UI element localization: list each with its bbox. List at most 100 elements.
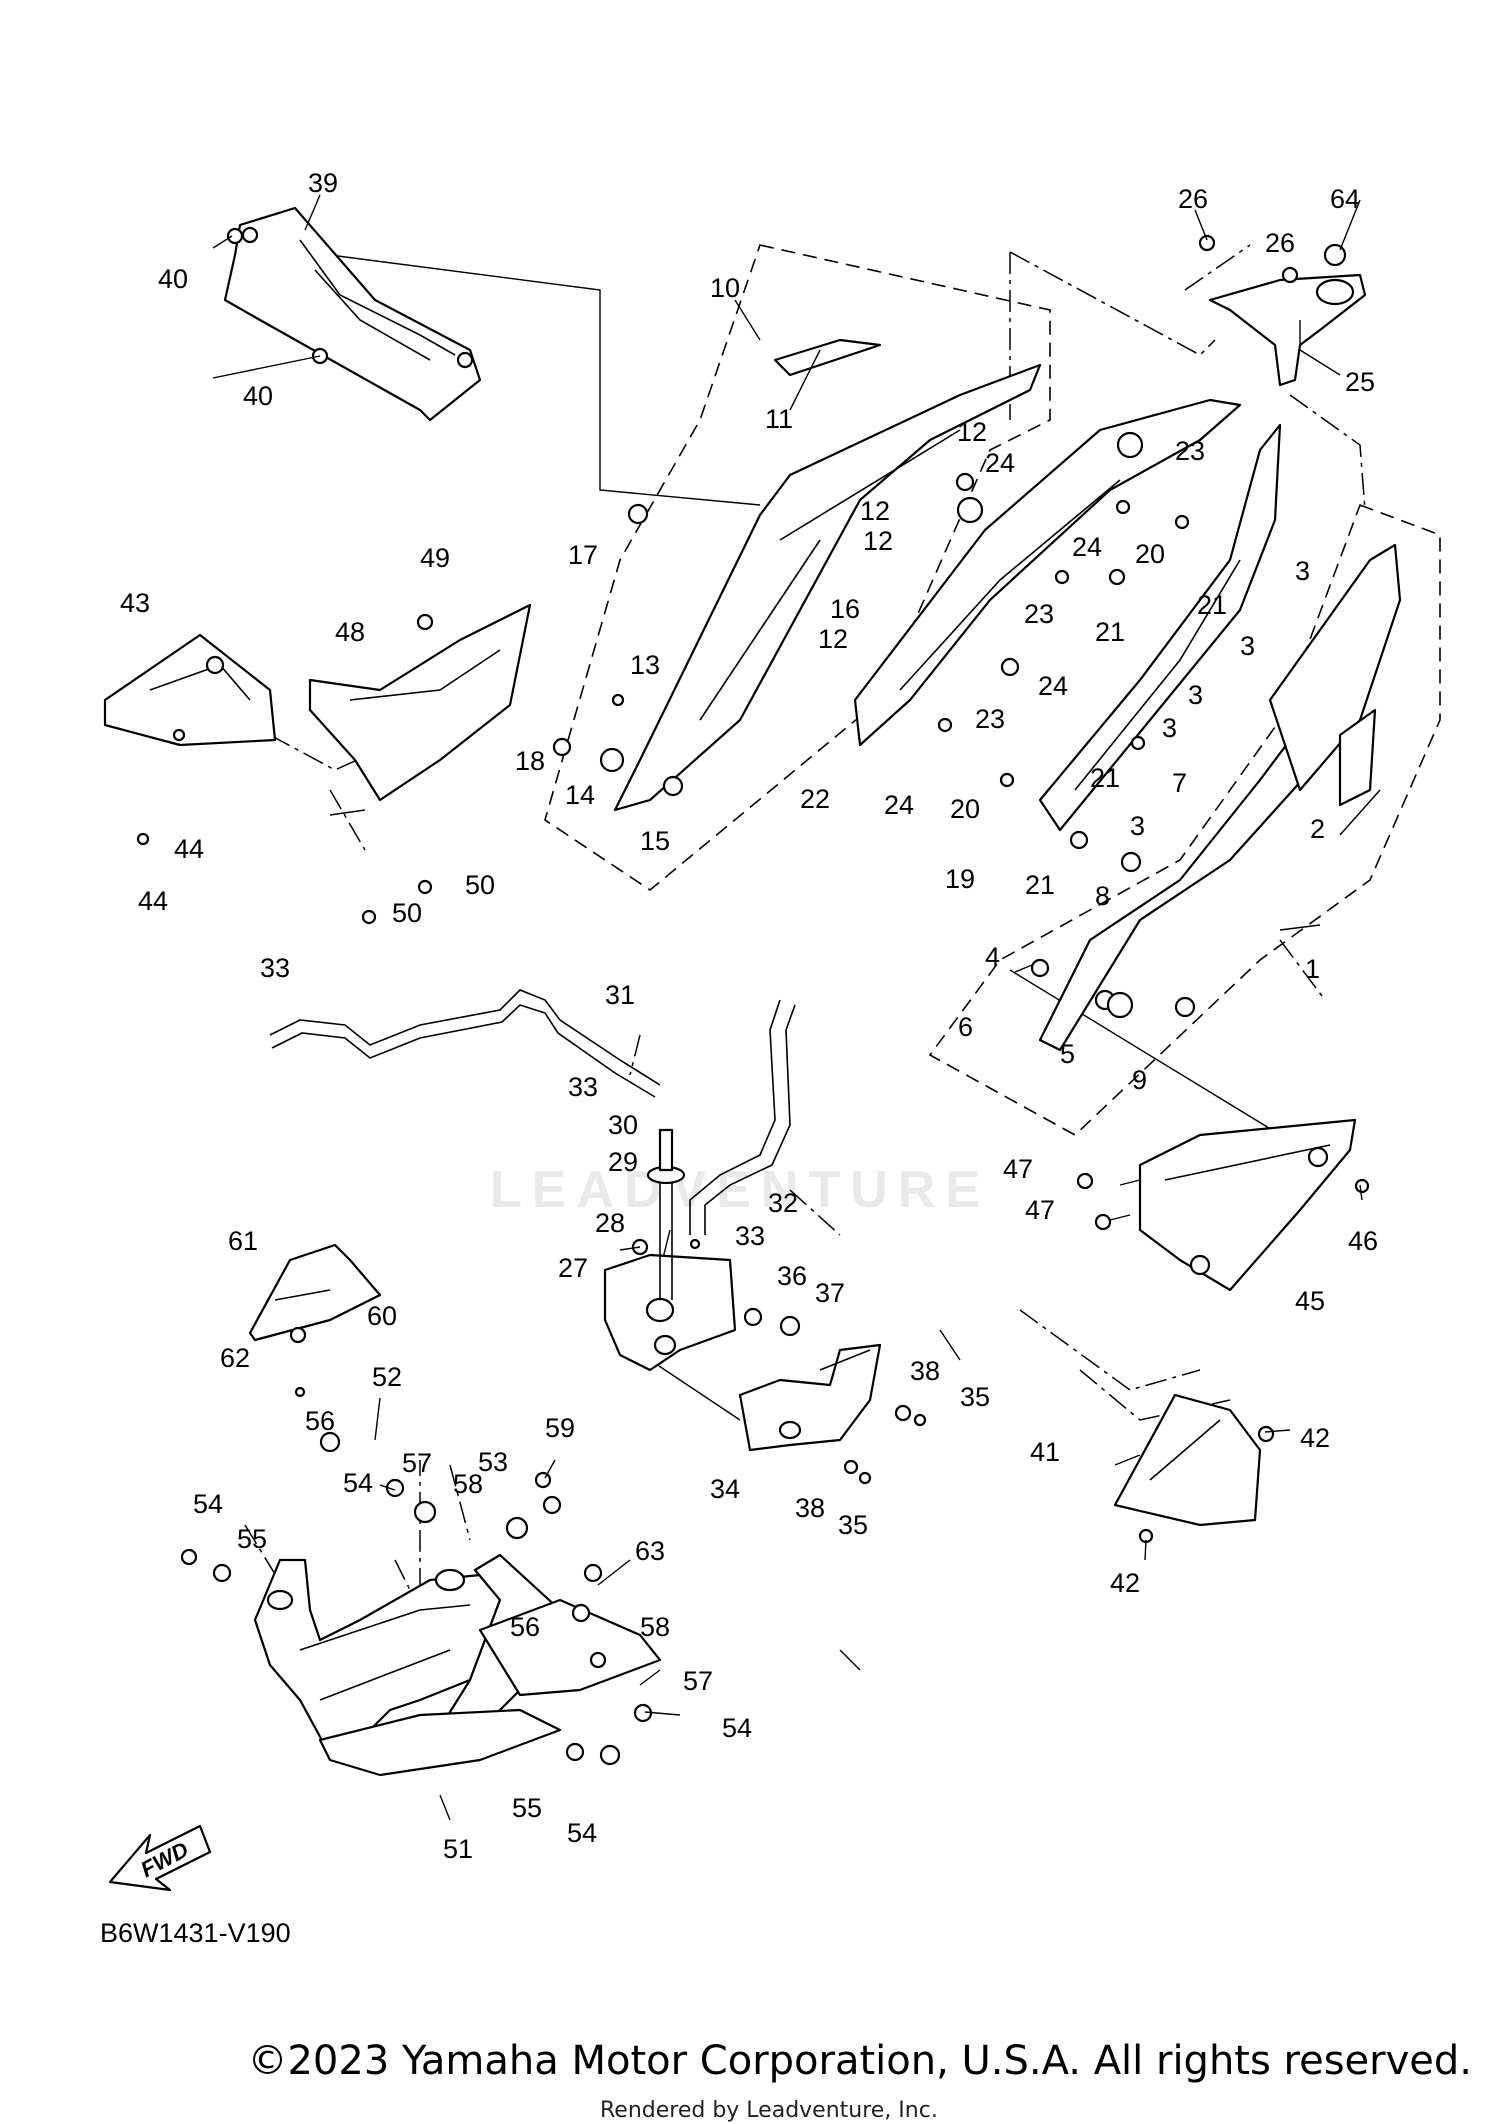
callout-44: 44 xyxy=(138,886,168,916)
callout-60: 60 xyxy=(367,1301,397,1331)
callout-6: 6 xyxy=(958,1012,973,1042)
callout-26: 26 xyxy=(1178,184,1208,214)
callout-44: 44 xyxy=(174,834,204,864)
callout-14: 14 xyxy=(565,780,595,810)
part-48-side-panel xyxy=(308,603,532,802)
callout-48: 48 xyxy=(335,617,365,647)
callout-62: 62 xyxy=(220,1343,250,1373)
callout-21: 21 xyxy=(1197,590,1227,620)
callout-21: 21 xyxy=(1095,617,1125,647)
callout-13: 13 xyxy=(630,650,660,680)
callout-49: 49 xyxy=(420,543,450,573)
callout-51: 51 xyxy=(443,1834,473,1864)
callout-3: 3 xyxy=(1130,811,1145,841)
part-43-bracket xyxy=(103,633,277,747)
part-22-center-frame xyxy=(853,398,1242,747)
callout-33: 33 xyxy=(568,1072,598,1102)
callout-37: 37 xyxy=(815,1278,845,1308)
callout-42: 42 xyxy=(1300,1423,1330,1453)
part-10-upper-cowl xyxy=(613,338,1042,812)
callout-29: 29 xyxy=(608,1147,638,1177)
callout-35: 35 xyxy=(960,1382,990,1412)
callout-38: 38 xyxy=(910,1356,940,1386)
callout-47: 47 xyxy=(1003,1154,1033,1184)
callout-35: 35 xyxy=(838,1510,868,1540)
callout-24: 24 xyxy=(884,790,914,820)
callout-55: 55 xyxy=(237,1524,267,1554)
callout-17: 17 xyxy=(568,540,598,570)
fasteners xyxy=(136,227,1370,1766)
callout-26: 26 xyxy=(1265,228,1295,258)
part-45-lower-cover xyxy=(1138,1118,1357,1292)
callout-12: 12 xyxy=(818,624,848,654)
callout-39: 39 xyxy=(308,168,338,198)
callout-31: 31 xyxy=(605,980,635,1010)
callout-11: 11 xyxy=(765,404,793,434)
callout-19: 19 xyxy=(945,864,975,894)
callout-33: 33 xyxy=(260,953,290,983)
callout-52: 52 xyxy=(372,1362,402,1392)
callout-54: 54 xyxy=(722,1713,752,1743)
callout-24: 24 xyxy=(1038,671,1068,701)
callout-54: 54 xyxy=(193,1489,223,1519)
callout-50: 50 xyxy=(392,898,422,928)
callout-58: 58 xyxy=(640,1612,670,1642)
callout-21: 21 xyxy=(1025,870,1055,900)
callout-36: 36 xyxy=(777,1261,807,1291)
callout-57: 57 xyxy=(402,1448,432,1478)
callout-43: 43 xyxy=(120,588,150,618)
callout-20: 20 xyxy=(950,794,980,824)
callout-27: 27 xyxy=(558,1253,588,1283)
callout-55: 55 xyxy=(512,1793,542,1823)
part-31-hose xyxy=(269,989,661,1098)
callout-22: 22 xyxy=(800,784,830,814)
callout-38: 38 xyxy=(795,1493,825,1523)
callout-25: 25 xyxy=(1345,367,1375,397)
part-39-upper-cover xyxy=(223,206,482,422)
assembly-10-boundary xyxy=(544,244,1051,891)
part-61-small-cover xyxy=(248,1243,382,1342)
part-11-emblem xyxy=(773,338,882,377)
callout-46: 46 xyxy=(1348,1226,1378,1256)
callout-33: 33 xyxy=(735,1221,765,1251)
callout-34: 34 xyxy=(710,1474,740,1504)
callout-21: 21 xyxy=(1090,763,1120,793)
callout-20: 20 xyxy=(1135,539,1165,569)
callout-47: 47 xyxy=(1025,1195,1055,1225)
callout-30: 30 xyxy=(608,1110,638,1140)
callout-24: 24 xyxy=(1072,532,1102,562)
part-19-inner-panel xyxy=(1038,423,1282,832)
callout-23: 23 xyxy=(975,704,1005,734)
part-30-nozzle xyxy=(658,1128,674,1172)
callout-56: 56 xyxy=(305,1406,335,1436)
callout-50: 50 xyxy=(465,870,495,900)
callout-15: 15 xyxy=(640,826,670,856)
callout-28: 28 xyxy=(595,1208,625,1238)
callout-54: 54 xyxy=(567,1818,597,1848)
callout-41: 41 xyxy=(1030,1437,1060,1467)
part-2-side-cowl xyxy=(1038,543,1402,1052)
callout-12: 12 xyxy=(957,417,987,447)
callout-45: 45 xyxy=(1295,1286,1325,1316)
callout-54: 54 xyxy=(343,1468,373,1498)
copyright-text: ©2023 Yamaha Motor Corporation, U.S.A. A… xyxy=(247,2038,1472,2084)
callout-56: 56 xyxy=(510,1612,540,1642)
part-41-lower-cover xyxy=(1113,1393,1262,1527)
part-27-reservoir-tank xyxy=(603,1128,737,1372)
callout-40: 40 xyxy=(158,264,188,294)
part-51-front-cowl xyxy=(253,1553,662,1777)
leader-lines xyxy=(212,194,1381,1821)
callout-3: 3 xyxy=(1162,713,1177,743)
callout-58: 58 xyxy=(453,1469,483,1499)
callout-16: 16 xyxy=(830,594,860,624)
diagram-reference-code: B6W1431-V190 xyxy=(100,1918,291,1948)
callout-61: 61 xyxy=(228,1226,258,1256)
callout-8: 8 xyxy=(1095,881,1110,911)
callout-18: 18 xyxy=(515,746,545,776)
watermark-text: LEADVENTURE xyxy=(490,1161,991,1219)
callout-1: 1 xyxy=(1305,954,1320,984)
callout-53: 53 xyxy=(478,1447,508,1477)
callout-3: 3 xyxy=(1188,680,1203,710)
callout-23: 23 xyxy=(1175,436,1205,466)
